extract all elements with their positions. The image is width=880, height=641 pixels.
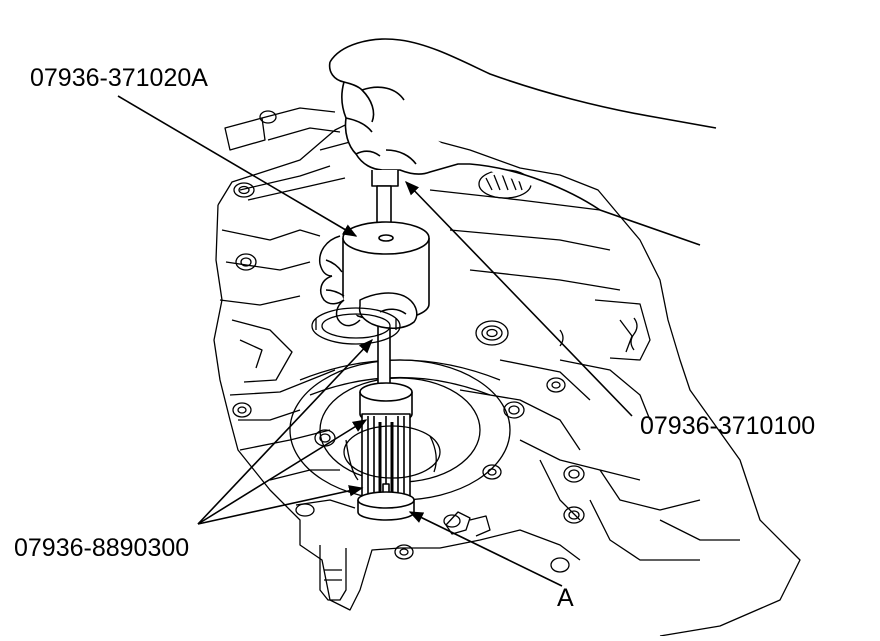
callout-part-a: A [557, 584, 574, 612]
slide-hammer [342, 170, 430, 385]
callout-tool-07936-3710100: 07936-3710100 [640, 412, 816, 440]
fingers [318, 235, 418, 329]
housing-bore [343, 425, 441, 481]
callout-tool-07936-371020a: 07936-371020A [30, 64, 208, 92]
transmission-housing [213, 107, 801, 637]
hand [328, 38, 717, 246]
bearing-puller [357, 382, 415, 521]
upper-bearing [311, 307, 401, 345]
leader-lines [117, 95, 633, 587]
callout-tool-07936-8890300: 07936-8890300 [14, 534, 190, 562]
